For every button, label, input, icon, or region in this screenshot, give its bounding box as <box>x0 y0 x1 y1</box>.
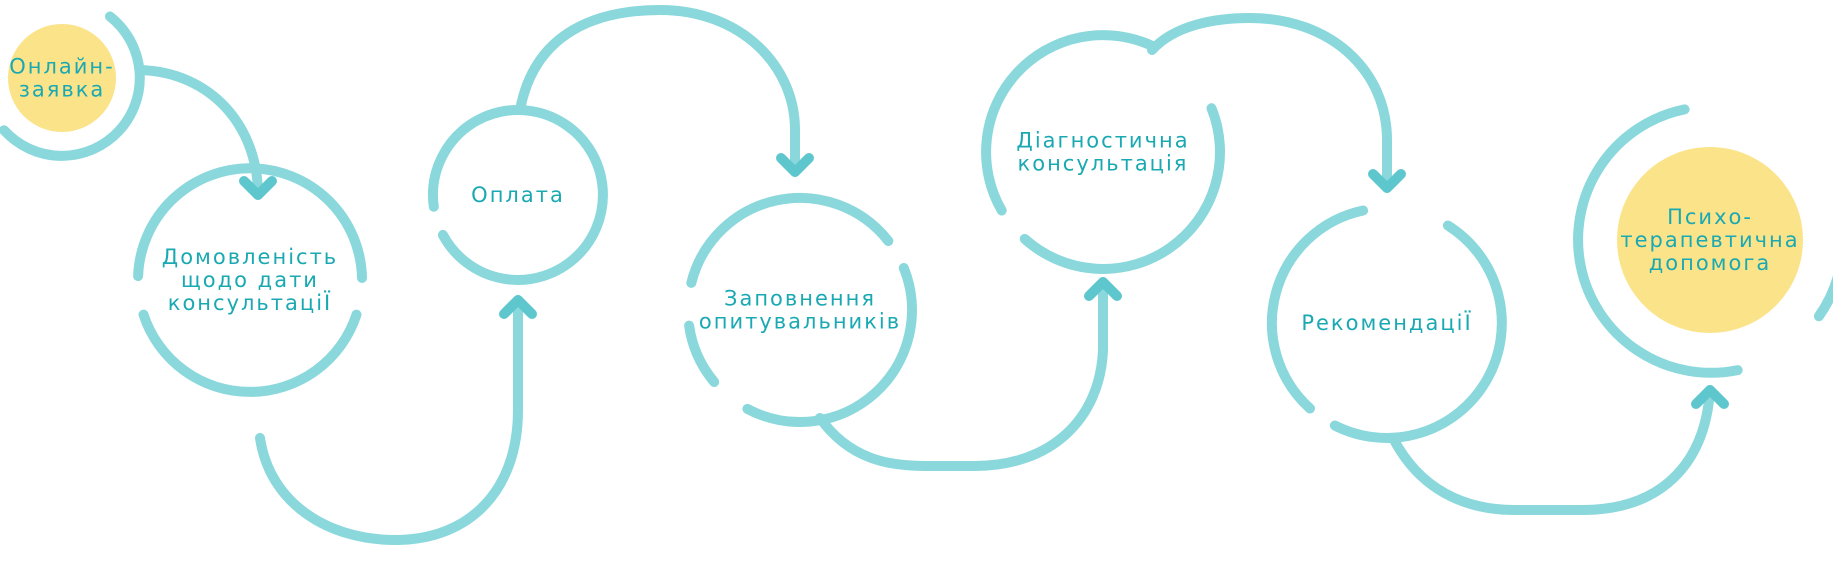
step-highlight-1 <box>8 24 116 132</box>
step-label-line: щодо дати <box>181 268 319 292</box>
step-label-line: опитувальникiв <box>699 310 901 334</box>
step-ring-5-arc-2 <box>981 30 1158 216</box>
arrow-head-icon <box>1084 277 1122 301</box>
step-ring-6-arc-1 <box>1329 220 1507 443</box>
connector-5 <box>1147 13 1392 193</box>
step-label-3: Оплата <box>471 183 565 207</box>
step-label-1: Онлайн-заявка <box>9 55 115 102</box>
step-ring-7-arc-2 <box>1573 104 1743 378</box>
arrow-head-icon <box>239 176 277 200</box>
step-label-line: Оплата <box>471 183 565 207</box>
step-ring-7-arc-1 <box>1813 275 1833 322</box>
arrow-head-icon <box>1691 385 1729 409</box>
step-label-line: Заповнення <box>724 287 876 311</box>
step-label-line: терапевтична <box>1620 228 1799 252</box>
step-ring-2-arc-2 <box>138 309 362 397</box>
step-label-line: Домовленість <box>162 245 338 269</box>
step-label-line: консультацiЇ <box>168 290 332 315</box>
step-label-line: РекомендацiЇ <box>1301 310 1472 335</box>
arrow-head-icon <box>499 295 537 319</box>
step-ring-3-arc-1 <box>437 118 608 285</box>
step-ring-6-arc-2 <box>1266 205 1369 414</box>
connector-6 <box>1388 385 1715 515</box>
step-ring-4-arc-2 <box>684 320 720 387</box>
step-ring-3-arc-2 <box>428 105 578 212</box>
step-label-line: допомога <box>1649 251 1772 275</box>
connector-3 <box>515 5 800 177</box>
step-label-line: заявка <box>19 78 106 102</box>
step-ring-4-arc-3 <box>686 192 894 288</box>
step-label-line: Дiагностична <box>1016 129 1189 153</box>
step-label-line: Психо- <box>1667 205 1753 229</box>
step-highlight-7 <box>1617 147 1803 333</box>
step-ring-1-arc-1 <box>0 11 145 161</box>
connector-4 <box>815 277 1108 471</box>
step-ring-5-arc-1 <box>1019 103 1225 274</box>
step-ring-4-arc-1 <box>742 263 917 427</box>
arrow-head-icon <box>1368 169 1406 193</box>
arrow-head-icon <box>776 153 814 177</box>
connector-2 <box>255 295 523 545</box>
step-ring-2-arc-1 <box>133 163 367 283</box>
step-label-line: Онлайн- <box>9 55 115 79</box>
step-label-6: РекомендацiЇ <box>1301 310 1472 335</box>
step-label-line: консультацiя <box>1018 152 1189 176</box>
